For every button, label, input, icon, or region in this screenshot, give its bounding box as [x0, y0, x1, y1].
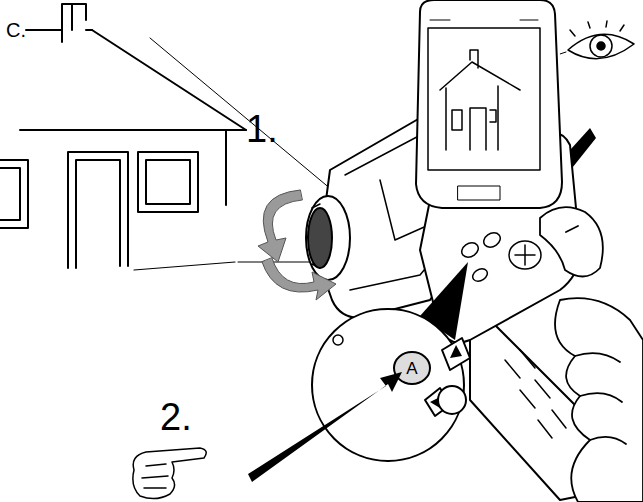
figure-letter: C.: [6, 20, 26, 40]
chimney: [62, 4, 86, 42]
sight-line: [150, 38, 332, 262]
button-up: [442, 338, 470, 370]
ground-line: [134, 262, 235, 270]
house-wall: [225, 130, 227, 205]
push-arrow: [248, 372, 402, 482]
house-outline: [0, 4, 332, 270]
handle-grips: [505, 350, 566, 438]
chimney-cap: [26, 4, 92, 30]
step-number: 2.: [160, 398, 192, 436]
lens-front: [308, 208, 332, 268]
step-number: 1.: [246, 110, 278, 148]
button-letter: A: [406, 360, 417, 377]
holding-hand: [540, 207, 643, 502]
zoom-callout: [312, 262, 470, 461]
lens-ring: [306, 196, 350, 280]
screen-house: [440, 50, 520, 150]
flip-screen: [416, 0, 562, 208]
dial: [438, 386, 466, 414]
roof-eave: [20, 129, 246, 131]
left-window: [0, 160, 28, 228]
panel-buttons: [462, 233, 541, 281]
pointing-hand: [133, 448, 206, 499]
button-a: [394, 352, 430, 384]
window: [138, 152, 198, 212]
rotation-arrows: [258, 190, 336, 300]
roof-slope: [92, 30, 246, 130]
door: [68, 152, 128, 268]
